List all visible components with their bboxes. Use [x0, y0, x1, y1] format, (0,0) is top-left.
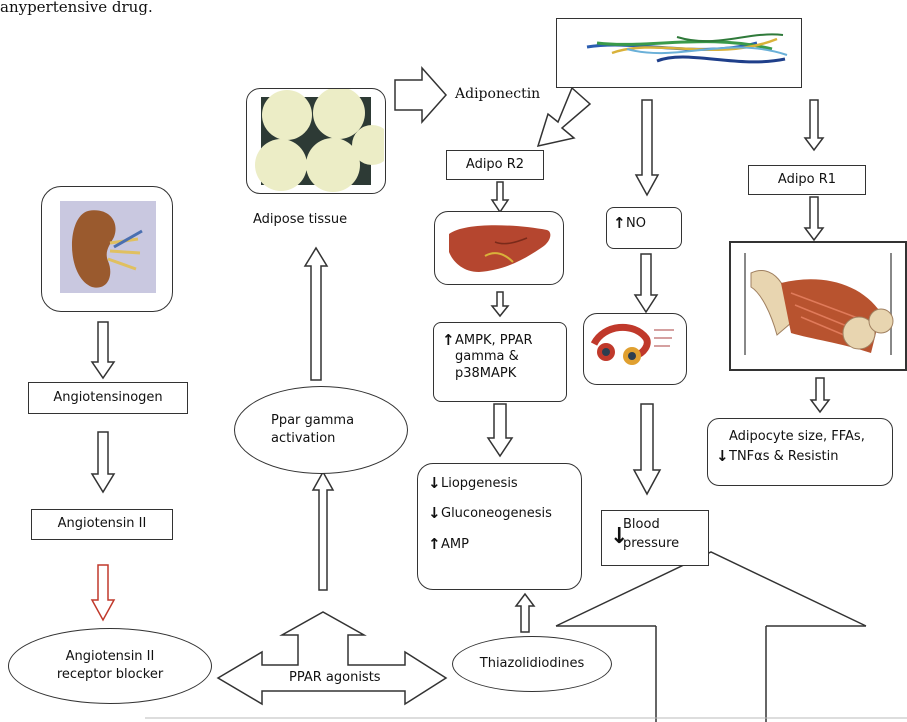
adipocyte-line-2: TNFαs & Resistin	[729, 449, 839, 465]
arrow-angiotensinogen-to-angii	[90, 431, 116, 494]
liver-effects-box: ↓Liopgenesis ↓Gluconeogenesis ↑AMP	[417, 463, 582, 590]
ampk-line-3: p38MAPK	[455, 365, 517, 381]
effect-amp: AMP	[441, 536, 469, 552]
adipo-r2-box: Adipo R2	[446, 150, 544, 180]
muscle-fiber-icon	[744, 253, 894, 355]
arrow-liver-to-ampk	[490, 291, 510, 318]
blood-pressure-line-1: Blood	[623, 517, 660, 532]
ampk-line-1: AMPK, PPAR	[455, 333, 533, 348]
arrow-angii-to-arb	[90, 564, 116, 622]
arrow-down-to-no	[634, 99, 660, 197]
thiazolidiodines-ellipse: Thiazolidiodines	[452, 636, 612, 692]
ampk-box: ↑AMPK, PPAR gamma & p38MAPK	[433, 322, 567, 402]
arrow-vessel-to-bp	[632, 403, 662, 496]
down-arrow-icon: ↓	[716, 447, 729, 466]
large-up-arrow-partial	[555, 551, 867, 627]
down-arrow-icon: ↓	[610, 524, 629, 549]
up-arrow-icon: ↑	[428, 534, 441, 553]
protein-ribbon-icon	[586, 33, 788, 64]
arrow-kidney-to-angiotensinogen	[90, 321, 116, 380]
blood-pressure-box: ↓ Blood pressure	[601, 510, 709, 566]
arrow-down-to-adipor1	[803, 99, 825, 152]
arrow-tzd-to-effects	[514, 592, 536, 633]
header-text: anypertensive drug.	[0, 0, 153, 16]
arrow-muscle-to-adipocyte	[809, 377, 831, 414]
arb-ellipse: Angiotensin II receptor blocker	[8, 628, 212, 704]
ampk-line-2: gamma &	[455, 349, 519, 365]
ppar-agonists-arrow-shape	[216, 611, 448, 706]
kidney-image	[41, 186, 173, 312]
arrow-adipor2-to-liver	[490, 181, 510, 214]
arrow-no-to-vessel	[633, 253, 659, 314]
no-label: NO	[626, 216, 646, 231]
angiotensin-ii-box: Angiotensin II	[31, 509, 173, 540]
adipose-tissue-label: Adipose tissue	[253, 212, 348, 227]
adiponectin-label: Adiponectin	[455, 86, 541, 102]
arrow-adipose-to-adiponectin	[394, 66, 448, 124]
kidney-icon	[60, 201, 156, 293]
down-arrow-icon: ↓	[428, 474, 441, 492]
liver-icon	[449, 225, 551, 272]
liver-image	[434, 211, 564, 285]
blood-vessel-image	[583, 313, 687, 385]
adipose-tissue-image	[246, 88, 386, 194]
arrow-ampk-to-effects	[486, 403, 514, 458]
down-arrow-icon: ↓	[428, 504, 441, 523]
adipocyte-line-1: Adipocyte size, FFAs,	[729, 429, 865, 444]
arrow-adipor1-to-muscle	[803, 196, 825, 242]
adiponectin-structure-image	[556, 18, 802, 88]
no-box: ↑NO	[606, 207, 682, 249]
arrow-adiponectin-to-adipor2	[536, 86, 592, 148]
up-arrow-icon: ↑	[613, 214, 626, 232]
adipo-r1-box: Adipo R1	[748, 165, 866, 195]
effect-lipogenesis: Liopgenesis	[441, 476, 518, 491]
up-arrow-icon: ↑	[442, 331, 455, 349]
angiotensinogen-box: Angiotensinogen	[28, 382, 188, 414]
muscle-image	[729, 241, 907, 371]
adipocyte-effects-box: Adipocyte size, FFAs, ↓TNFαs & Resistin	[707, 418, 893, 486]
arrow-activation-to-adipose	[303, 246, 329, 381]
adipocytes-icon	[255, 89, 385, 192]
arrow-agonists-to-activation	[311, 470, 335, 591]
blood-pressure-line-2: pressure	[623, 536, 680, 552]
effect-gluconeogenesis: Gluconeogenesis	[441, 506, 552, 522]
ppar-activation-ellipse: Ppar gamma activation	[234, 386, 408, 474]
blood-vessel-icon	[590, 323, 674, 365]
ppar-agonists-label: PPAR agonists	[289, 670, 381, 685]
